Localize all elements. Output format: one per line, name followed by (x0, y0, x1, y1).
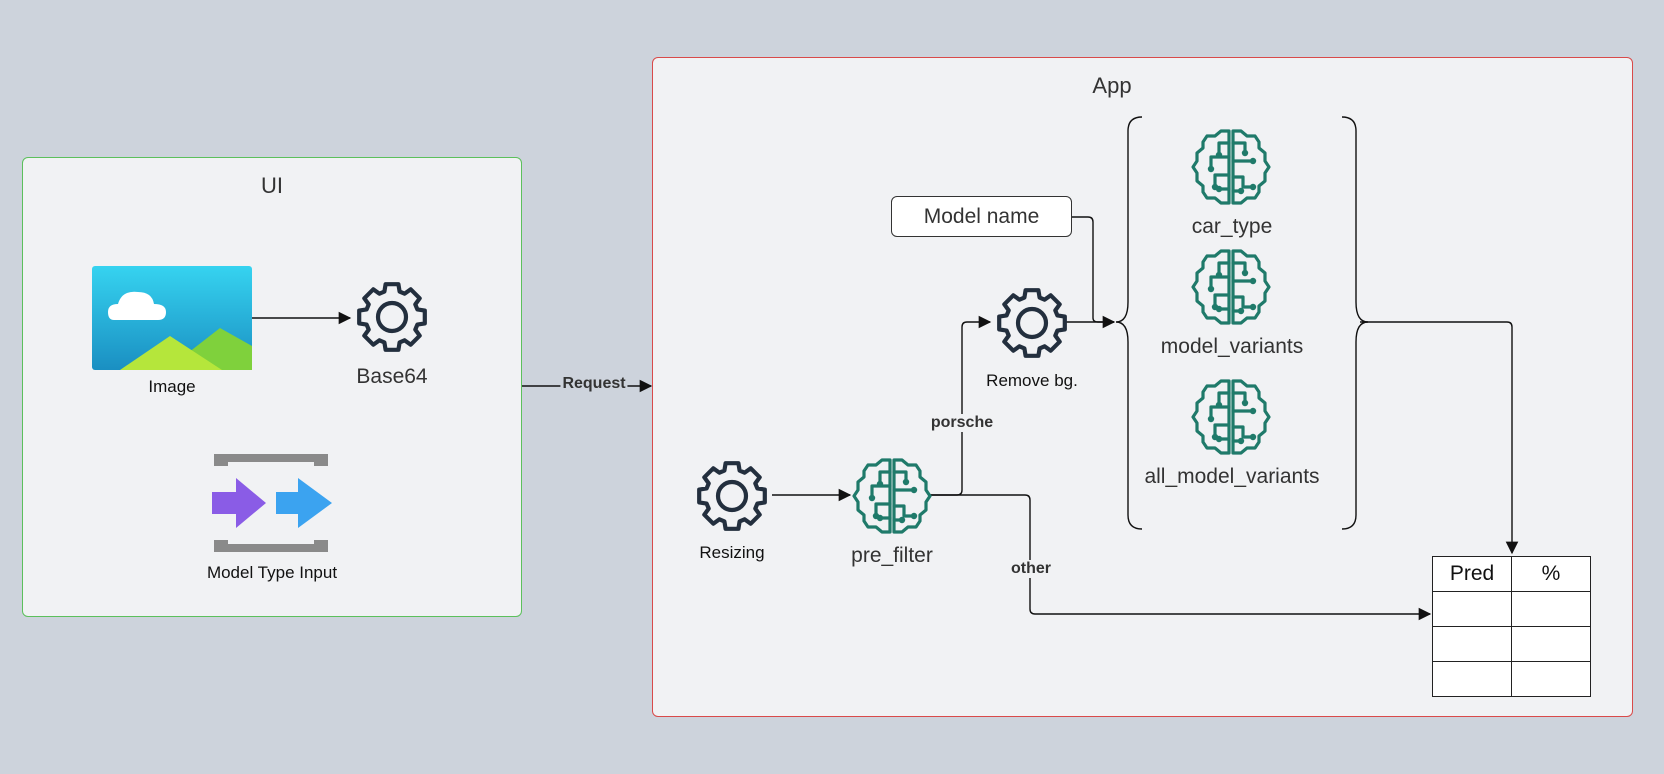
resizing-label: Resizing (699, 543, 765, 562)
table-row (1432, 661, 1591, 697)
brain-circuit-icon (1191, 127, 1271, 207)
request-label: Request (560, 375, 628, 393)
brain-circuit-icon (1191, 377, 1271, 457)
table-header-row: Pred % (1432, 556, 1591, 592)
table-cell (1511, 661, 1591, 697)
ui-container (22, 157, 522, 617)
model-name-box: Model name (891, 196, 1072, 237)
gear-icon (352, 277, 432, 357)
table-cell (1511, 591, 1591, 627)
gear-icon (692, 456, 772, 536)
table-cell (1432, 661, 1512, 697)
model-type-input-icon[interactable] (210, 452, 335, 556)
other-label: other (1009, 560, 1053, 578)
left-brace (1115, 116, 1143, 530)
table-row (1432, 591, 1591, 627)
porsche-label: porsche (928, 414, 996, 432)
model-type-label: Model Type Input (206, 563, 338, 582)
pre-filter-label: pre_filter (851, 544, 933, 567)
right-brace (1341, 116, 1369, 530)
brain-circuit-icon (852, 456, 932, 536)
table-row (1432, 626, 1591, 662)
table-header-percent: % (1511, 556, 1591, 592)
modelname-to-models-line (1072, 216, 1114, 323)
base64-label: Base64 (356, 365, 428, 388)
prediction-table: Pred % (1432, 556, 1591, 697)
ui-title: UI (261, 173, 283, 198)
table-cell (1432, 591, 1512, 627)
porsche-branch-arrow (930, 315, 992, 496)
app-title: App (1092, 73, 1132, 98)
gear-icon (992, 283, 1072, 363)
table-header-pred: Pred (1432, 556, 1512, 592)
model-label-car-type: car_type (1191, 215, 1273, 238)
brain-circuit-icon (1191, 247, 1271, 327)
model-label-model-variants: model_variants (1160, 335, 1304, 358)
other-branch-arrow (930, 494, 1432, 621)
remove-bg-label: Remove bg. (986, 371, 1078, 390)
table-cell (1432, 626, 1512, 662)
image-label: Image (148, 377, 196, 396)
model-label-all-model-variants: all_model_variants (1144, 465, 1320, 488)
models-to-table-arrow (1360, 321, 1519, 555)
image-icon (92, 266, 252, 370)
table-cell (1511, 626, 1591, 662)
